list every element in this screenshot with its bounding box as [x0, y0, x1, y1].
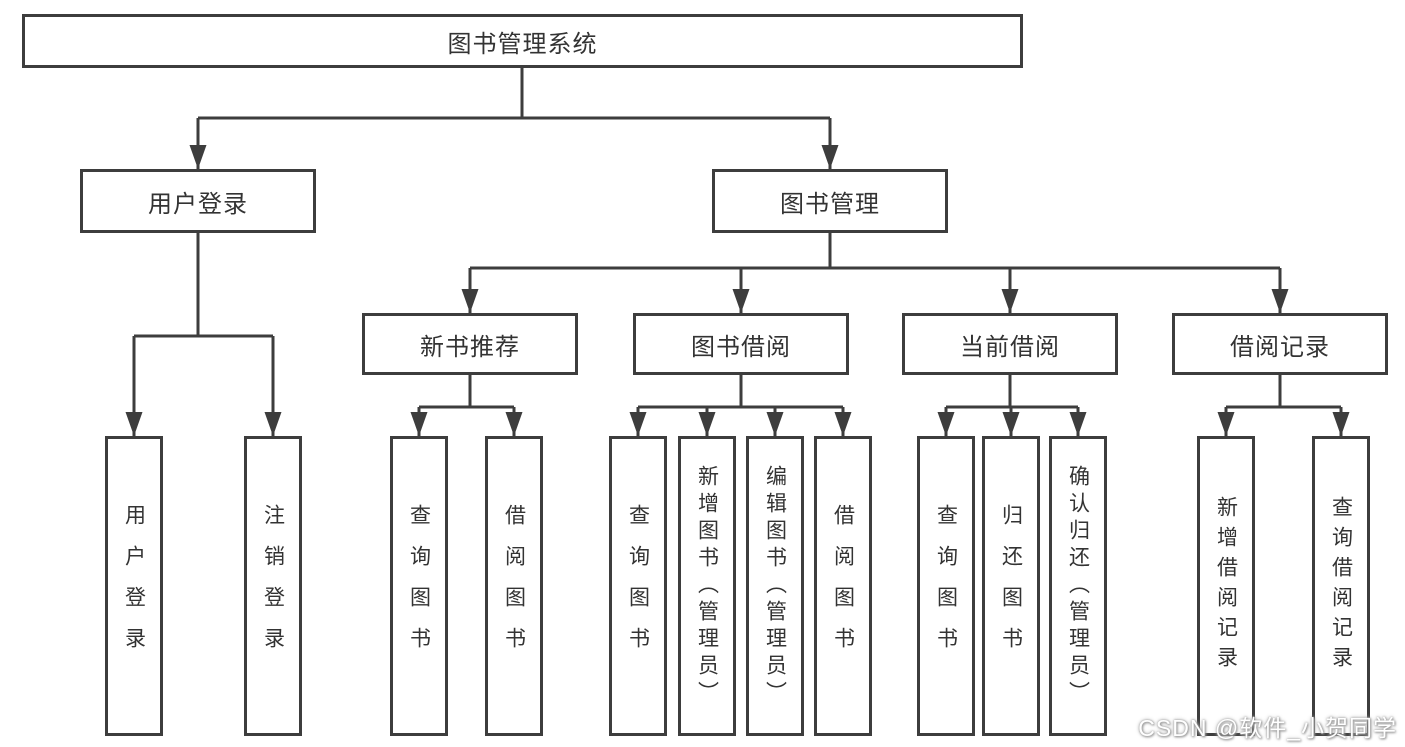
leaf-borrow-books-recommend: 借阅图书: [485, 436, 543, 736]
leaf-query-books-recommend: 查询图书: [390, 436, 448, 736]
node-current-borrowing: 当前借阅: [902, 313, 1118, 375]
connector-current-borrowing: [937, 375, 1087, 436]
node-label: 图书借阅: [691, 333, 791, 361]
leaf-edit-books-admin: 编辑图书（管理员）: [746, 436, 804, 736]
connector-new-book-recommend: [410, 375, 523, 436]
leaf-logout: 注销登录: [244, 436, 302, 736]
leaf-query-books-borrowing: 查询图书: [609, 436, 667, 736]
leaf-label: 查询图书: [934, 504, 958, 668]
leaf-label: 用户登录: [122, 504, 146, 668]
node-label: 图书管理系统: [447, 30, 598, 58]
node-new-book-recommend: 新书推荐: [362, 313, 578, 375]
leaf-label: 新增借阅记录: [1214, 496, 1238, 676]
leaf-label: 确认归还（管理员）: [1066, 464, 1090, 708]
leaf-label: 新增图书（管理员）: [695, 464, 719, 708]
node-user-login: 用户登录: [80, 169, 316, 233]
node-book-management: 图书管理: [712, 169, 948, 233]
node-label: 新书推荐: [420, 333, 520, 361]
connector-book-management: [461, 233, 1289, 313]
node-book-borrowing: 图书借阅: [633, 313, 849, 375]
leaf-label: 查询图书: [626, 504, 650, 668]
leaf-label: 借阅图书: [831, 504, 855, 668]
leaf-add-books-admin: 新增图书（管理员）: [678, 436, 736, 736]
leaf-user-login: 用户登录: [105, 436, 163, 736]
node-label: 当前借阅: [960, 333, 1060, 361]
connector-root: [189, 68, 839, 169]
node-label: 图书管理: [780, 190, 880, 218]
leaf-label: 借阅图书: [502, 504, 526, 668]
leaf-query-books-current: 查询图书: [917, 436, 975, 736]
leaf-borrow-books-borrowing: 借阅图书: [814, 436, 872, 736]
node-library-management-system: 图书管理系统: [22, 14, 1023, 68]
leaf-label: 查询图书: [407, 504, 431, 668]
leaf-query-borrow-record: 查询借阅记录: [1312, 436, 1370, 736]
leaf-label: 注销登录: [261, 504, 285, 668]
leaf-label: 查询借阅记录: [1329, 496, 1353, 676]
leaf-return-books: 归还图书: [982, 436, 1040, 736]
node-label: 用户登录: [148, 190, 248, 218]
node-label: 借阅记录: [1230, 333, 1330, 361]
leaf-label: 归还图书: [999, 504, 1023, 668]
leaf-label: 编辑图书（管理员）: [763, 464, 787, 708]
leaf-add-borrow-record: 新增借阅记录: [1197, 436, 1255, 736]
connector-user-login: [125, 233, 282, 436]
leaf-confirm-return-admin: 确认归还（管理员）: [1049, 436, 1107, 736]
connector-borrowing-records: [1217, 375, 1350, 436]
node-borrowing-records: 借阅记录: [1172, 313, 1388, 375]
connector-book-borrowing: [629, 375, 852, 436]
